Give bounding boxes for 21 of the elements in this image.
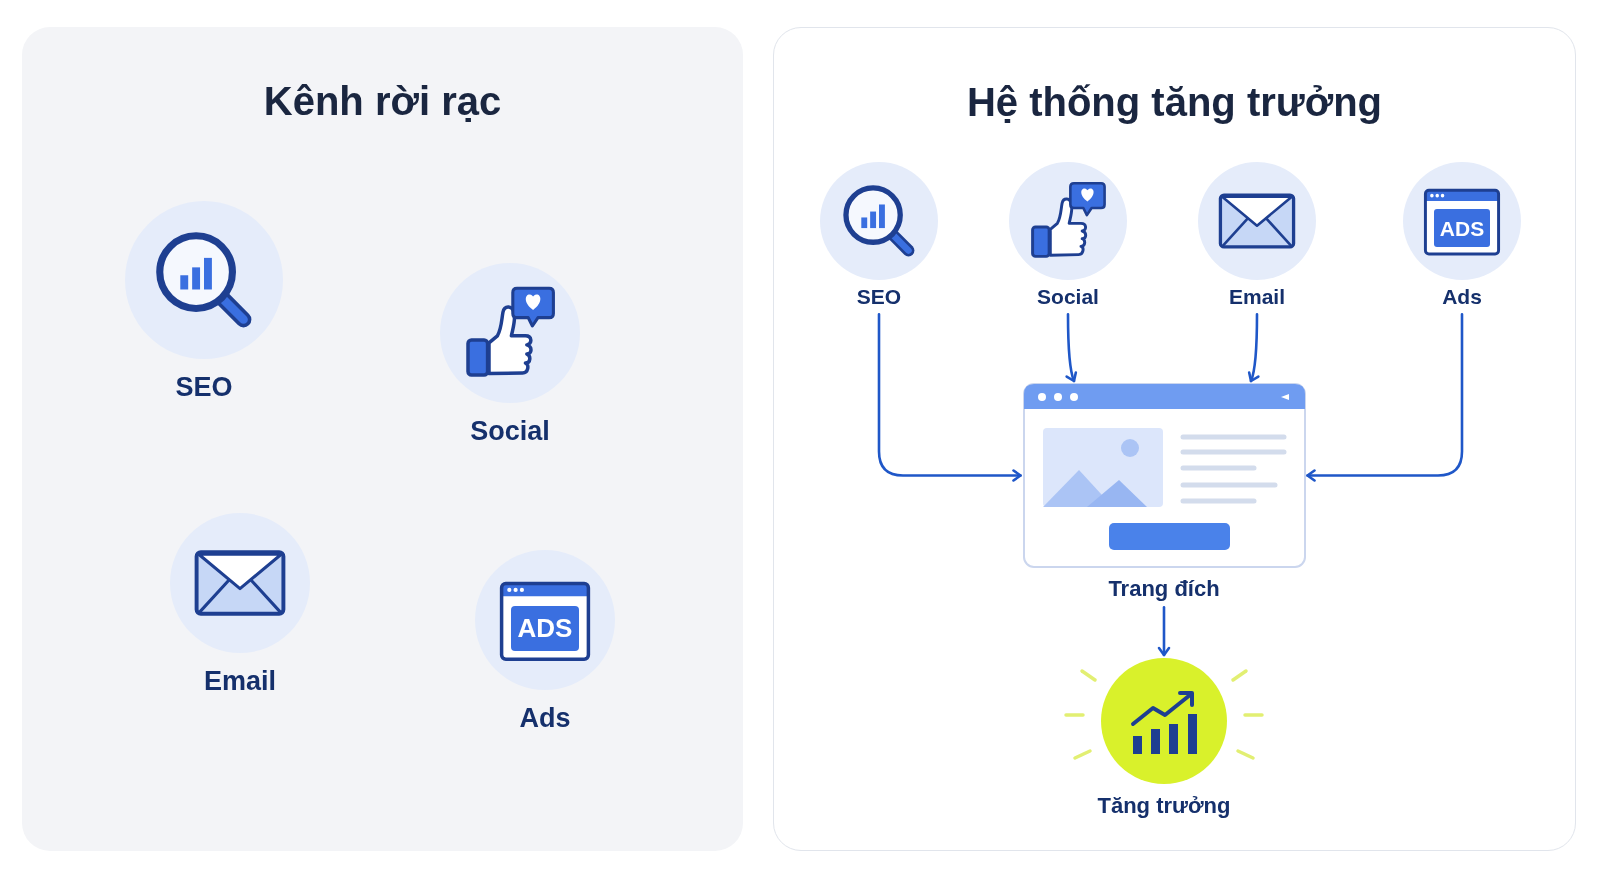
arrow <box>1157 606 1171 657</box>
node-label: Social <box>1037 284 1099 310</box>
node-label: Social <box>470 415 550 448</box>
arrow <box>1247 312 1260 383</box>
node-label: Ads <box>519 702 571 735</box>
arrow <box>1306 312 1464 482</box>
panel <box>773 27 1576 851</box>
arrow <box>877 312 1022 482</box>
node-label: SEO <box>856 284 902 310</box>
node-label: Email <box>203 665 276 698</box>
panel <box>22 27 743 851</box>
node-label: Trang đích <box>1108 576 1220 603</box>
ads-tag: ADS <box>511 606 579 651</box>
node-label: Email <box>1229 284 1285 310</box>
panel-title: Kênh rời rạc <box>263 78 502 125</box>
node-label: Ads <box>1442 284 1482 310</box>
panel-title: Hệ thống tăng trưởng <box>966 79 1383 126</box>
arrow <box>1065 312 1078 383</box>
node-label: SEO <box>175 371 233 404</box>
node-label: Tăng trưởng <box>1097 793 1231 820</box>
ads-tag: ADS <box>1433 209 1491 247</box>
